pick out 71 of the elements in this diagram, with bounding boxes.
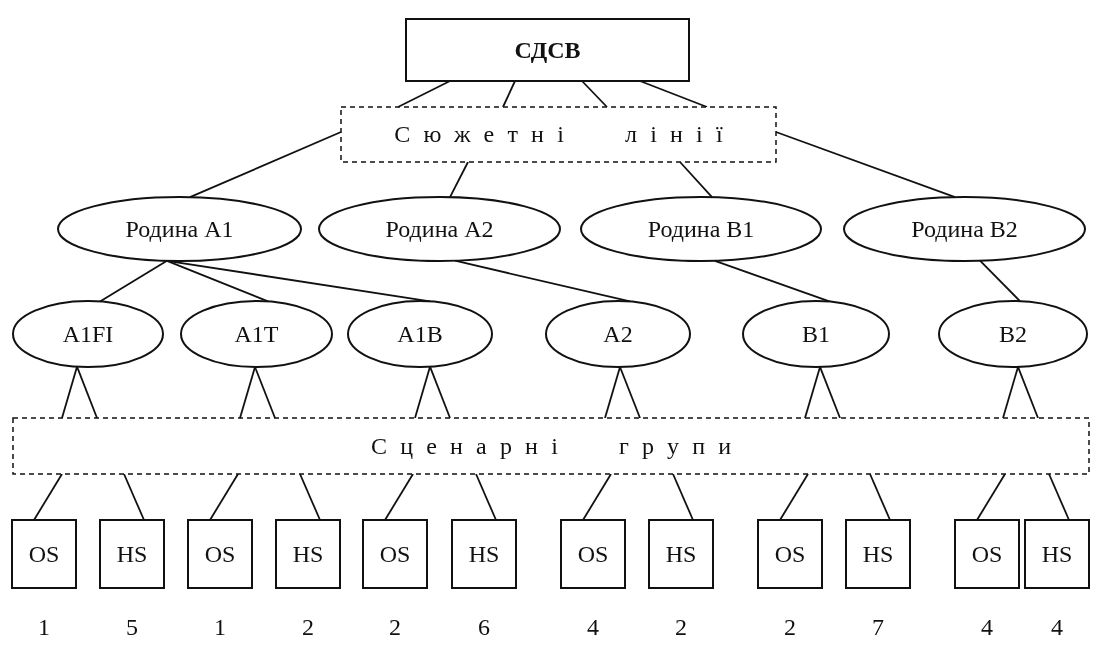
node-label: СДСВ	[514, 36, 581, 64]
count-number: 1	[213, 614, 227, 641]
count-number: 4	[980, 614, 994, 641]
node-label: Родина B1	[647, 215, 755, 243]
connector-line	[619, 366, 641, 419]
connector-line	[979, 259, 1021, 303]
node-label: HS	[862, 540, 894, 568]
connector-line	[502, 80, 516, 108]
connector-line	[449, 161, 469, 198]
count-number: 1	[37, 614, 51, 641]
connector-line	[1017, 366, 1039, 419]
connector-line	[166, 259, 269, 303]
count-number: 2	[388, 614, 402, 641]
node-label: A1T	[234, 320, 279, 348]
connector-line	[679, 161, 713, 199]
node-label: HS	[665, 540, 697, 568]
connector-line	[429, 365, 451, 419]
connector-line	[384, 473, 414, 521]
node-label: Родина B2	[911, 215, 1018, 243]
connector-line	[209, 473, 239, 521]
connector-line	[779, 473, 809, 521]
group-label: Сценарні групи	[370, 432, 745, 460]
count-number: 4	[1050, 614, 1064, 641]
connector-line	[869, 473, 891, 521]
count-number: 6	[477, 614, 491, 641]
connector-line	[672, 473, 694, 521]
connector-line	[123, 473, 145, 521]
connector-line	[1048, 473, 1070, 521]
count-number: 2	[674, 614, 688, 641]
group-label: Сюжетні лінії	[394, 121, 736, 148]
node-label: OS	[577, 540, 609, 568]
connector-line	[397, 80, 451, 108]
connector-line	[976, 473, 1006, 521]
node-label: Родина A1	[125, 215, 234, 243]
count-number: 2	[783, 614, 797, 641]
count-number: 4	[586, 614, 600, 641]
node-label: B2	[999, 320, 1027, 348]
connector-line	[414, 365, 431, 419]
node-label: B1	[802, 320, 830, 348]
node-label: HS	[116, 540, 148, 568]
connector-line	[239, 366, 256, 419]
connector-line	[61, 365, 78, 419]
node-label: A1B	[397, 320, 443, 348]
node-label: A2	[603, 320, 633, 348]
connector-line	[819, 366, 841, 419]
node-label: A1FI	[62, 320, 114, 348]
node-label: OS	[379, 540, 411, 568]
node-label: OS	[28, 540, 60, 568]
connector-line	[254, 366, 276, 419]
connector-line	[1002, 366, 1019, 419]
connector-line	[475, 473, 497, 521]
connector-line	[581, 80, 608, 108]
count-number: 2	[301, 614, 315, 641]
connector-line	[299, 473, 321, 521]
count-number: 5	[125, 614, 139, 641]
count-number: 7	[871, 614, 885, 641]
node-label: OS	[774, 540, 806, 568]
connector-line	[189, 131, 342, 198]
connector-line	[76, 365, 98, 419]
connector-line	[804, 366, 821, 419]
connector-line	[604, 366, 621, 419]
connector-line	[33, 473, 63, 521]
node-label: HS	[468, 540, 500, 568]
connector-line	[714, 259, 831, 303]
connector-line	[99, 259, 168, 303]
node-label: OS	[971, 540, 1003, 568]
node-label: OS	[204, 540, 236, 568]
connector-line	[582, 473, 612, 521]
node-label: Родина A2	[385, 215, 494, 243]
node-label: HS	[1041, 540, 1073, 568]
node-label: HS	[292, 540, 324, 568]
